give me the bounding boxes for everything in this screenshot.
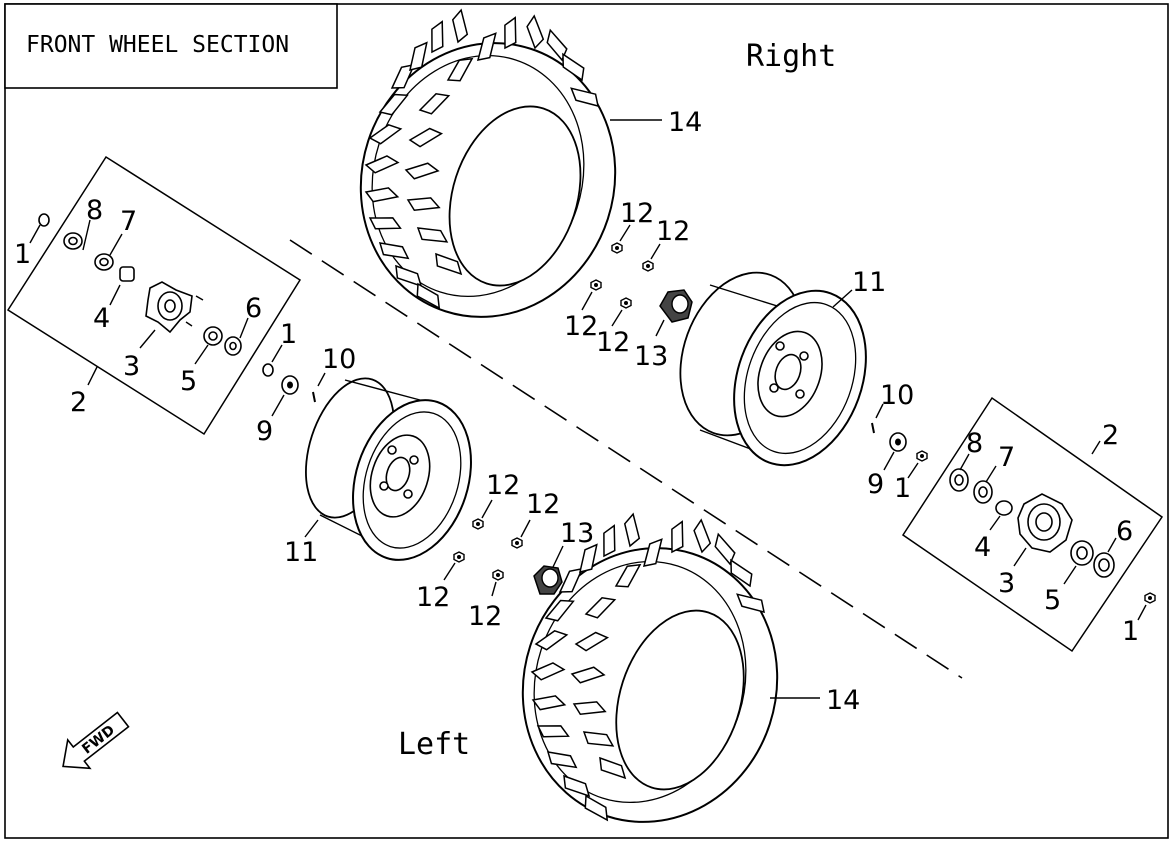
- left-hub-flange: [145, 281, 204, 334]
- callout-12-left-c: 12: [416, 582, 450, 613]
- callout-1-left-loose: 1: [280, 319, 297, 350]
- right-lug-nut-b: [642, 260, 654, 272]
- right-hub-flange: [1017, 493, 1073, 553]
- left-lug-nut-b: [511, 537, 523, 549]
- left-rim-drawing: [305, 377, 472, 561]
- title-box: FRONT WHEEL SECTION: [4, 3, 338, 89]
- callout-14-right-tire: 14: [668, 107, 702, 138]
- callout-9-left: 9: [256, 416, 273, 447]
- right-tire-drawing: [359, 9, 617, 318]
- right-washer-1-box: [1144, 592, 1156, 604]
- left-hub-assembly-box: [6, 155, 302, 436]
- right-washer-1: [916, 450, 928, 462]
- left-castle-nut: [281, 375, 299, 395]
- callout-12-right-a: 12: [620, 198, 654, 229]
- callout-6-right: 6: [1116, 516, 1133, 547]
- callout-1-left-box: 1: [14, 239, 31, 270]
- left-washer-1: [262, 363, 274, 377]
- callout-4-left: 4: [93, 303, 110, 334]
- left-hub-cap: [533, 565, 563, 595]
- right-hub-cap: [659, 289, 693, 323]
- callout-3-right: 3: [998, 568, 1015, 599]
- right-lug-nut-c: [590, 279, 602, 291]
- callout-14-left-tire: 14: [826, 685, 860, 716]
- callout-8-right: 8: [966, 428, 983, 459]
- callout-7-right: 7: [998, 442, 1015, 473]
- left-lug-nut-a: [472, 518, 484, 530]
- callout-5-left: 5: [180, 366, 197, 397]
- callout-12-right-b: 12: [656, 216, 690, 247]
- right-castle-nut: [889, 432, 907, 452]
- right-lug-nut-a: [611, 242, 623, 254]
- callout-10-right: 10: [880, 380, 914, 411]
- fwd-arrow-icon: FWD: [62, 711, 130, 770]
- left-tire-drawing: [521, 513, 779, 826]
- callout-7-left: 7: [120, 206, 137, 237]
- right-hub-assembly-box: [901, 396, 1164, 653]
- callout-2-right: 2: [1102, 420, 1119, 451]
- callout-11-right-rim: 11: [852, 267, 886, 298]
- left-cotter-pin: [312, 391, 316, 403]
- callout-12-left-a: 12: [486, 470, 520, 501]
- right-side-label: Right: [746, 39, 836, 74]
- callout-6-left: 6: [245, 293, 262, 324]
- page-title: FRONT WHEEL SECTION: [26, 32, 289, 58]
- callout-13-right: 13: [634, 341, 668, 372]
- callout-1-right-loose: 1: [894, 473, 911, 504]
- right-lug-nut-d: [620, 297, 632, 309]
- callout-12-right-c: 12: [564, 311, 598, 342]
- callout-2-left: 2: [70, 387, 87, 418]
- callout-12-right-d: 12: [596, 327, 630, 358]
- callout-8-left: 8: [86, 195, 103, 226]
- diagram-frame: [4, 3, 1169, 839]
- right-rim-drawing: [679, 271, 867, 467]
- right-cotter-pin: [871, 422, 875, 434]
- callout-11-left-rim: 11: [284, 537, 318, 568]
- callout-3-left: 3: [123, 351, 140, 382]
- callout-13-left: 13: [560, 518, 594, 549]
- callout-4-right: 4: [974, 532, 991, 563]
- callout-12-left-b: 12: [526, 489, 560, 520]
- left-lug-nut-d: [492, 569, 504, 581]
- left-lug-nut-c: [453, 551, 465, 563]
- side-separator-line: [289, 239, 963, 679]
- callout-5-right: 5: [1044, 585, 1061, 616]
- callout-12-left-d: 12: [468, 601, 502, 632]
- left-side-label: Left: [398, 727, 470, 762]
- callout-1-right-box: 1: [1122, 616, 1139, 647]
- callout-10-left: 10: [322, 344, 356, 375]
- callout-9-right: 9: [867, 469, 884, 500]
